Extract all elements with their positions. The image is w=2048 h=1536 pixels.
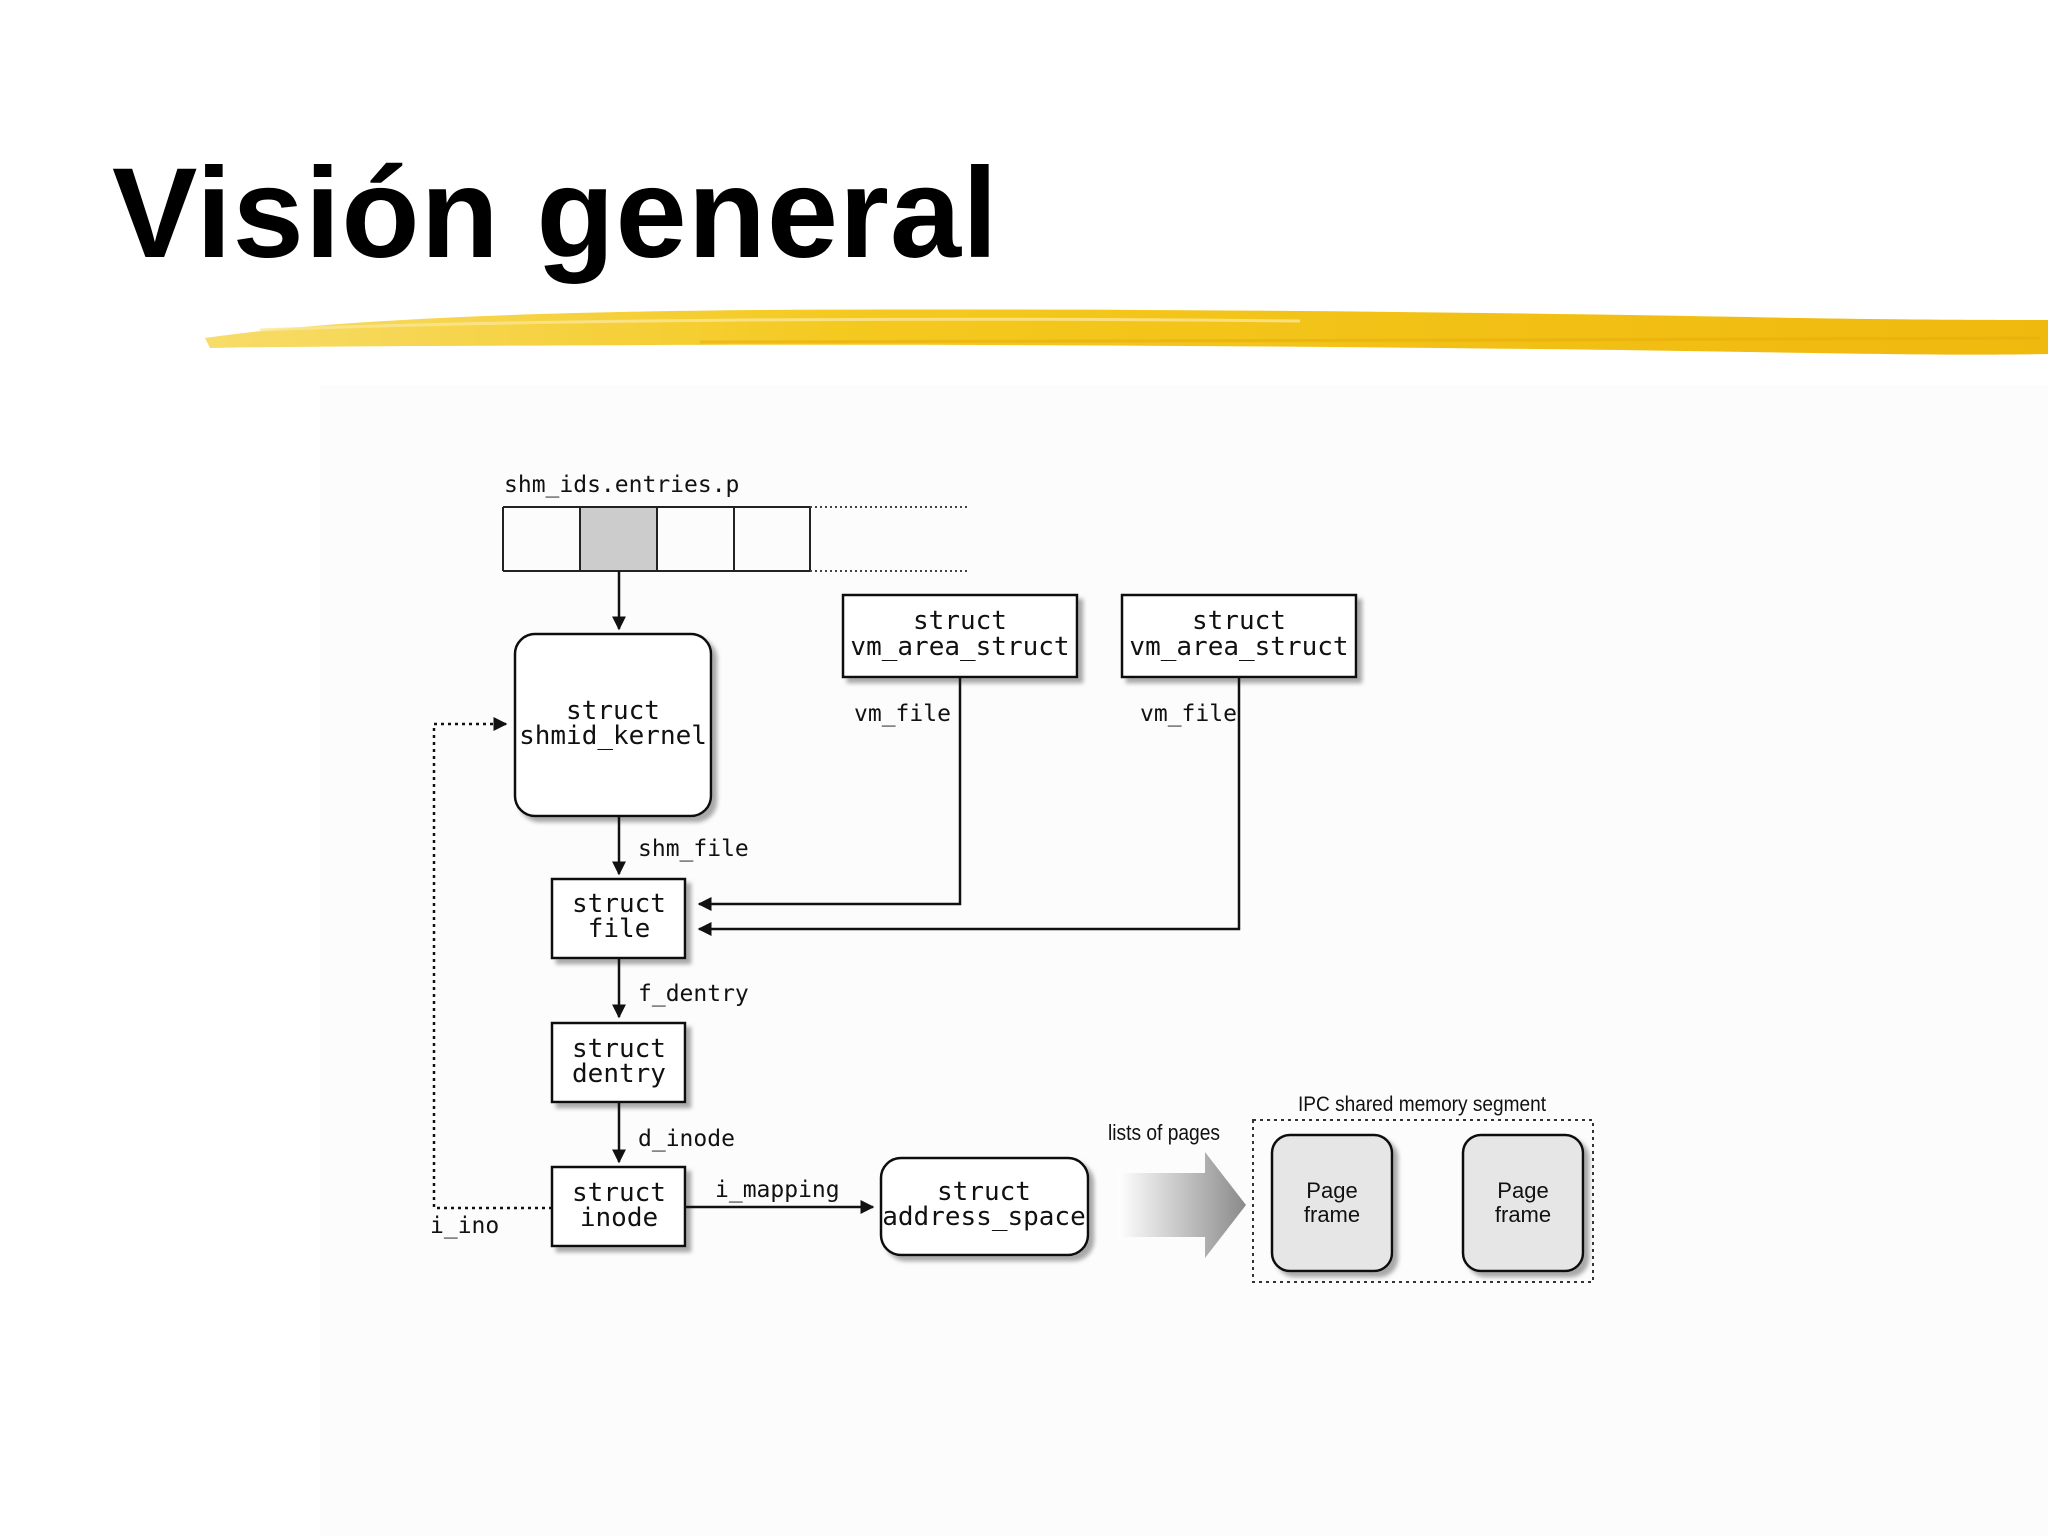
node-vm-area-2-line1: struct xyxy=(1192,606,1286,636)
edge-label-i-mapping: i_mapping xyxy=(715,1177,840,1203)
slide-title: Visión general xyxy=(112,142,999,285)
node-file-line2: file xyxy=(588,914,651,944)
shared-memory-diagram: shm_ids.entries.p struct shmid_kernel st… xyxy=(430,472,1594,1283)
edge-label-f-dentry: f_dentry xyxy=(638,981,749,1007)
node-address-space-line2: address_space xyxy=(882,1202,1086,1232)
edge-label-vm-file-1: vm_file xyxy=(854,701,951,727)
node-vm-area-struct-2: struct vm_area_struct xyxy=(1120,593,1358,679)
node-vm-area-1-line1: struct xyxy=(913,606,1007,636)
node-vm-area-struct-1: struct vm_area_struct xyxy=(841,593,1079,679)
edge-vm-file-2 xyxy=(697,677,1241,936)
edge-vm-file-1 xyxy=(697,677,962,911)
segment-label: IPC shared memory segment xyxy=(1298,1093,1546,1116)
node-file-line1: struct xyxy=(572,889,666,919)
node-shmid-kernel-line1: struct xyxy=(566,696,660,726)
title-underline-brushstroke xyxy=(205,309,2048,355)
node-address-space: struct address_space xyxy=(879,1156,1090,1257)
edge-label-shm-file: shm_file xyxy=(638,836,749,862)
page-frame-1-line1: Page xyxy=(1306,1178,1357,1203)
array-label: shm_ids.entries.p xyxy=(504,472,739,498)
diagram-panel: shm_ids.entries.p struct shmid_kernel st… xyxy=(320,385,2048,1536)
node-page-frame-2: Page frame xyxy=(1461,1133,1585,1273)
node-shmid-kernel: struct shmid_kernel xyxy=(513,632,713,818)
page-frame-1-line2: frame xyxy=(1304,1202,1360,1227)
ipc-shared-memory-segment xyxy=(1252,1119,1594,1283)
node-inode-line2: inode xyxy=(580,1203,658,1233)
array-cells xyxy=(502,506,970,572)
edge-label-lists-of-pages: lists of pages xyxy=(1108,1120,1220,1145)
node-dentry-line2: dentry xyxy=(572,1059,666,1089)
node-inode: struct inode xyxy=(550,1165,687,1248)
node-vm-area-2-line2: vm_area_struct xyxy=(1129,632,1348,662)
edge-label-i-ino: i_ino xyxy=(430,1213,499,1239)
edge-label-d-inode: d_inode xyxy=(638,1126,735,1152)
edge-i-ino xyxy=(432,717,552,1210)
page-frame-2-line1: Page xyxy=(1497,1178,1548,1203)
lists-of-pages-arrow xyxy=(1118,1152,1246,1258)
edge-label-vm-file-2: vm_file xyxy=(1140,701,1237,727)
node-address-space-line1: struct xyxy=(937,1177,1031,1207)
page-frame-2-line2: frame xyxy=(1495,1202,1551,1227)
node-dentry-line1: struct xyxy=(572,1034,666,1064)
node-shmid-kernel-line2: shmid_kernel xyxy=(519,721,707,751)
node-vm-area-1-line2: vm_area_struct xyxy=(850,632,1069,662)
node-file: struct file xyxy=(550,877,687,960)
node-page-frame-1: Page frame xyxy=(1270,1133,1394,1273)
node-dentry: struct dentry xyxy=(550,1021,687,1104)
node-inode-line1: struct xyxy=(572,1178,666,1208)
array-cell-highlighted xyxy=(580,507,657,571)
